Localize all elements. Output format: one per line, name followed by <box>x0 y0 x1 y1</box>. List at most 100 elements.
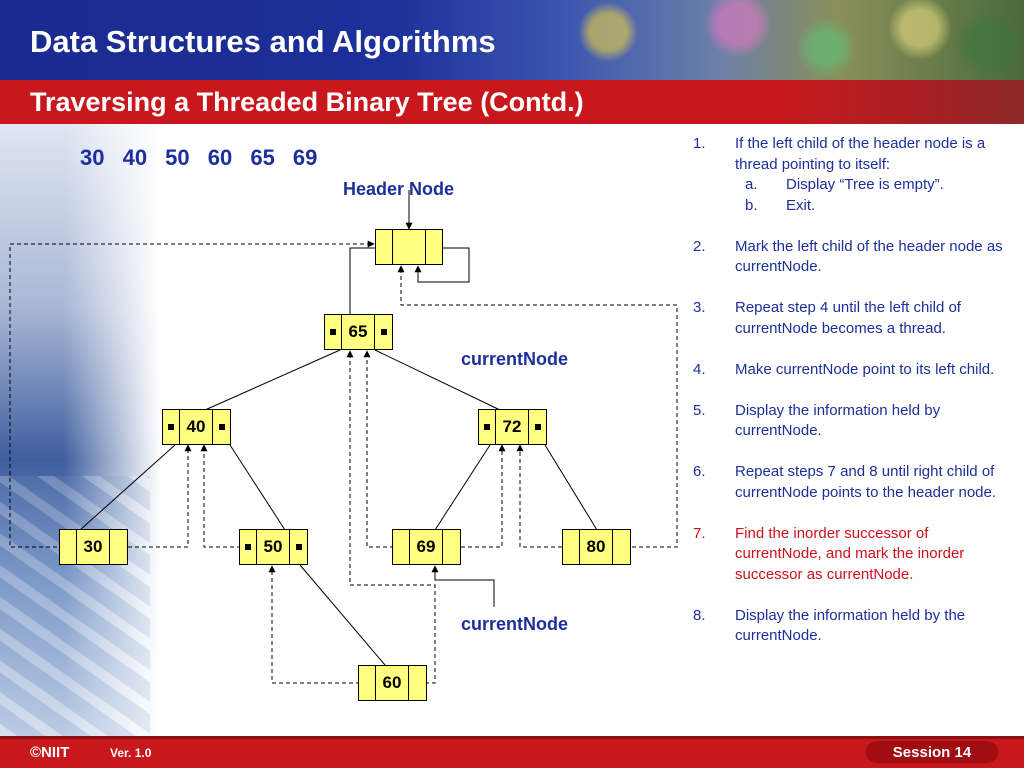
current-node-label-top: currentNode <box>461 349 569 369</box>
node-value: 80 <box>580 530 614 564</box>
right-pointer <box>110 530 127 564</box>
tree-node-80: 80 <box>562 529 631 565</box>
header-right-cell <box>426 230 442 264</box>
step-text: Display “Tree is empty”. <box>786 176 944 193</box>
step-4: 4. Make currentNode point to its left ch… <box>690 360 1010 381</box>
header-node <box>375 229 443 265</box>
step-1: 1. If the left child of the header node … <box>690 134 1010 175</box>
edge-72-69 <box>434 444 491 531</box>
left-pointer <box>479 410 496 444</box>
step-number: 7. <box>693 524 706 542</box>
main-title: Data Structures and Algorithms <box>30 24 496 59</box>
step-text: Exit. <box>786 196 816 214</box>
left-pointer <box>240 530 257 564</box>
subtitle-bar <box>0 80 1024 124</box>
step-text: Display the information held by the curr… <box>735 606 966 645</box>
edge-72-80 <box>544 444 598 531</box>
left-pointer <box>393 530 410 564</box>
footer-bar <box>0 736 1024 768</box>
subtitle-banner-image <box>764 80 1024 124</box>
header-node-label: Header Node <box>343 179 455 199</box>
tree-node-40: 40 <box>162 409 231 445</box>
pointer-dot <box>244 544 251 550</box>
title-bar <box>0 0 1024 80</box>
step-number: 4. <box>693 360 706 378</box>
step-8: 8. Display the information held by the c… <box>690 606 1010 647</box>
step-5: 5. Display the information held by curre… <box>690 401 1010 442</box>
right-pointer <box>443 530 460 564</box>
node-value: 50 <box>257 530 291 564</box>
title-banner-image <box>504 0 1024 80</box>
step-text: Find the inorder successor of currentNod… <box>735 524 965 583</box>
pointer-dot <box>218 424 225 430</box>
step-7-highlighted: 7. Find the inorder successor of current… <box>690 524 1010 586</box>
step-number: 2. <box>693 237 706 255</box>
step-text: Repeat step 4 until the left child of cu… <box>735 299 961 337</box>
step-1b: b. Exit. <box>690 196 1010 217</box>
inorder-output-sequence: 30 40 50 60 65 69 <box>80 145 318 170</box>
thread-69-right-72 <box>461 444 506 548</box>
thread-50-left-40 <box>200 444 241 548</box>
step-text: Make currentNode point to its left child… <box>735 360 995 378</box>
thread-30-left-header <box>9 240 375 548</box>
niit-logo: ©NIIT <box>30 744 70 761</box>
step-number: b. <box>745 196 758 214</box>
edge-50-60 <box>299 564 386 666</box>
header-self-thread <box>414 247 470 283</box>
header-left-cell <box>376 230 393 264</box>
pointer-dot <box>534 424 541 430</box>
thread-30-right-40 <box>128 444 192 548</box>
right-pointer <box>409 666 426 700</box>
thread-69-left-65 <box>363 350 394 548</box>
node-value: 30 <box>77 530 111 564</box>
step-6: 6. Repeat steps 7 and 8 until right chil… <box>690 462 1010 503</box>
step-text: Mark the left child of the header node a… <box>735 237 1003 276</box>
pointer-dot <box>329 329 336 335</box>
left-pointer <box>563 530 580 564</box>
right-pointer <box>375 315 392 349</box>
pointer-dot <box>380 329 387 335</box>
left-pointer <box>359 666 376 700</box>
edge-40-50 <box>229 444 286 531</box>
tree-node-30: 30 <box>59 529 128 565</box>
thread-80-right-header <box>397 265 678 548</box>
keyboard-keys-pattern <box>0 476 150 736</box>
right-pointer <box>529 410 546 444</box>
edge-65-40 <box>204 349 341 411</box>
edge-65-72 <box>374 349 501 411</box>
left-pointer <box>325 315 342 349</box>
pointer-dot <box>483 424 490 430</box>
tree-node-65: 65 <box>324 314 393 350</box>
thread-60-left-50 <box>268 565 360 684</box>
step-number: 8. <box>693 606 706 624</box>
tree-node-69: 69 <box>392 529 461 565</box>
node-value: 72 <box>496 410 530 444</box>
step-number: 1. <box>693 135 706 152</box>
current-node-pointer <box>431 565 495 607</box>
tree-node-60: 60 <box>358 665 427 701</box>
slide-title: Traversing a Threaded Binary Tree (Contd… <box>30 87 584 117</box>
pointer-dot <box>167 424 174 430</box>
step-number: 6. <box>693 463 706 480</box>
tree-node-50: 50 <box>239 529 308 565</box>
node-value: 65 <box>342 315 376 349</box>
step-2: 2. Mark the left child of the header nod… <box>690 237 1010 278</box>
node-value: 40 <box>180 410 214 444</box>
right-pointer <box>613 530 630 564</box>
step-number: a. <box>745 176 758 193</box>
step-3: 3. Repeat step 4 until the left child of… <box>690 298 1010 339</box>
right-pointer <box>290 530 307 564</box>
step-text: If the left child of the header node is … <box>735 135 986 173</box>
current-node-label-bottom: currentNode <box>461 614 569 634</box>
thread-60-right-65 <box>346 350 436 684</box>
tree-node-72: 72 <box>478 409 547 445</box>
header-to-root-link <box>346 247 376 322</box>
step-number: 5. <box>693 401 706 419</box>
step-text: Display the information held by currentN… <box>735 401 941 440</box>
left-pointer <box>60 530 77 564</box>
right-pointer <box>213 410 230 444</box>
keyboard-decoration-image <box>0 124 160 736</box>
session-badge: Session 14 <box>866 741 998 763</box>
node-value: 60 <box>376 666 410 700</box>
